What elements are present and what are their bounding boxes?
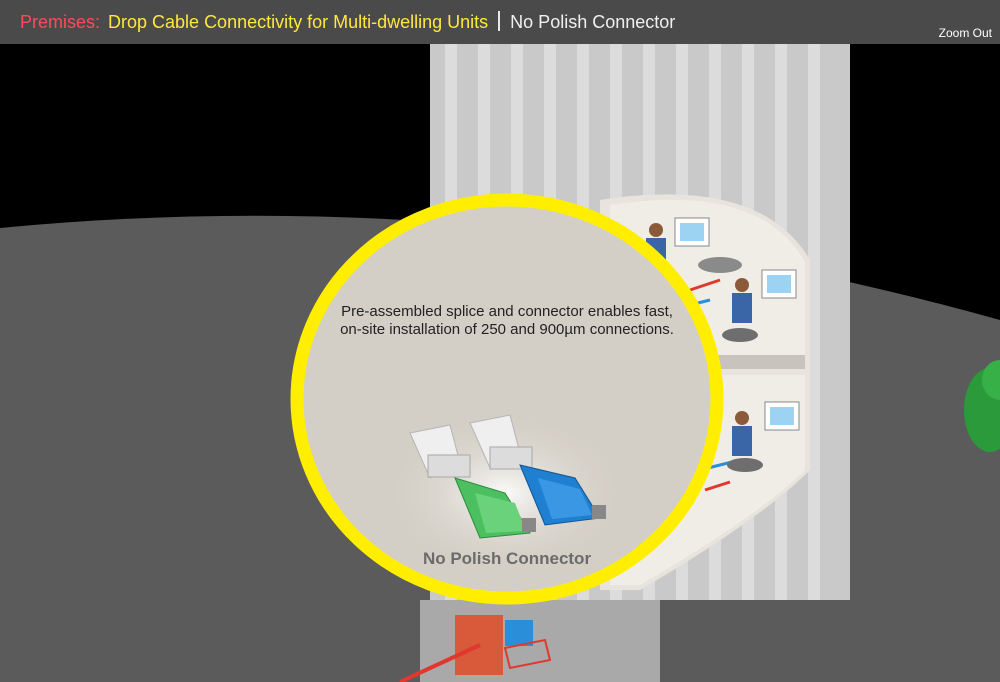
callout-description: Pre-assembled splice and connector enabl…	[340, 303, 674, 338]
callout-bubble: Pre-assembled splice and connector enabl…	[290, 193, 724, 605]
office-worker-icon	[727, 401, 800, 472]
title-main: Drop Cable Connectivity for Multi-dwelli…	[108, 12, 489, 32]
office-worker-icon	[646, 217, 742, 273]
green-connector-icon	[409, 424, 536, 539]
tree-icon	[964, 360, 1000, 452]
header-bar: Premises: Drop Cable Connectivity for Mul…	[0, 0, 1000, 44]
product-label: No Polish Connector	[422, 549, 592, 568]
zoom-out-button[interactable]: Zoom Out	[938, 26, 992, 40]
title-category: Premises:	[20, 12, 101, 32]
blue-connector-icon	[469, 414, 606, 526]
office-worker-icon	[722, 269, 797, 342]
title-divider	[498, 11, 501, 31]
title-subtitle: No Polish Connector	[510, 12, 676, 32]
callout-circle	[290, 193, 724, 605]
page-title: Premises: Drop Cable Connectivity for Mul…	[20, 11, 675, 33]
